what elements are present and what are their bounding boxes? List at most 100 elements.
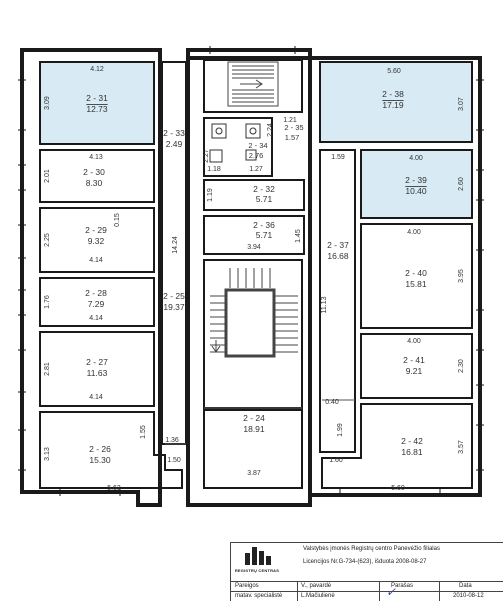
room-2-27-outline <box>39 331 155 407</box>
room-2-33-area: 2.49 <box>166 139 183 149</box>
room-2-34-area: 2.76 <box>249 151 264 160</box>
dim-1-76: 1.76 <box>44 295 51 309</box>
room-2-39-fill <box>360 149 473 219</box>
room-2-30-label: 2 - 30 <box>83 167 105 177</box>
dim-3-57: 3.57 <box>458 440 465 454</box>
dim-14-24: 14.24 <box>172 236 179 254</box>
room-2-36-area: 5.71 <box>256 230 273 240</box>
room-2-35-label: 2 - 35 <box>284 123 303 132</box>
dim-2-81: 2.81 <box>44 362 51 376</box>
room-2-29-label: 2 - 29 <box>85 225 107 235</box>
room-2-41-area: 9.21 <box>406 366 423 376</box>
room-2-40-outline <box>360 223 473 329</box>
room-2-34-outline <box>203 117 273 177</box>
header-date: Data <box>459 583 472 589</box>
floor-plan: 2 - 31 12.73 2 - 30 8.30 2 - 29 9.32 2 -… <box>18 46 484 507</box>
room-2-30-outline <box>39 149 155 203</box>
dim-0-40: 0.40 <box>325 399 339 406</box>
room-2-26-area: 15.30 <box>89 455 111 465</box>
dim-2-60: 2.60 <box>458 177 465 191</box>
room-2-38-fill <box>319 61 473 143</box>
dim-2-25: 2.25 <box>44 233 51 247</box>
handwritten-signature-icon: ✓ <box>386 585 397 599</box>
header-signature: Parašas <box>391 583 414 589</box>
room-2-31-fill <box>39 61 155 145</box>
room-2-40-label: 2 - 40 <box>405 268 427 278</box>
room-2-40-area: 15.81 <box>405 279 427 289</box>
title-block-value-row: matav. specialistė L.Mačiulienė ✓ 2010-0… <box>231 585 503 601</box>
room-2-42-label: 2 - 42 <box>401 436 423 446</box>
room-2-36-outline <box>203 215 305 255</box>
value-date: 2010-08-12 <box>453 593 484 599</box>
dim-3-95: 3.95 <box>458 269 465 283</box>
dim-1-50: 1.50 <box>167 457 181 464</box>
dim-2-01: 2.01 <box>44 169 51 183</box>
dim-3-07: 3.07 <box>458 97 465 111</box>
room-2-34-label: 2 - 34 <box>248 141 267 150</box>
dim-2-24: 2.24 <box>267 123 274 137</box>
dim-5-60-a: 5.60 <box>387 68 401 75</box>
registru-centras-logo: REGISTRŲ CENTRAS <box>233 545 281 573</box>
room-2-39-label: 2 - 39 <box>405 175 427 185</box>
dim-4-14-c: 4.14 <box>89 394 103 401</box>
room-2-35-area: 1.57 <box>285 133 300 142</box>
room-2-27-label: 2 - 27 <box>86 357 108 367</box>
dim-1-60: 1.60 <box>329 457 343 464</box>
dim-4-00-a: 4.00 <box>409 155 423 162</box>
logo-caption: REGISTRŲ CENTRAS <box>234 568 280 573</box>
dim-1-27: 1.27 <box>249 166 263 173</box>
room-2-28-area: 7.29 <box>88 299 105 309</box>
dim-1-99: 1.99 <box>337 423 344 437</box>
dim-3-13: 3.13 <box>44 447 51 461</box>
room-2-42-area: 16.81 <box>401 447 423 457</box>
room-2-24-outline <box>203 409 303 489</box>
room-2-29-area: 9.32 <box>88 236 105 246</box>
room-2-32-outline <box>203 179 305 211</box>
room-2-26-outline <box>39 411 183 489</box>
room-2-30-area: 8.30 <box>86 178 103 188</box>
dim-4-14-a: 4.14 <box>89 257 103 264</box>
room-2-28-label: 2 - 28 <box>85 288 107 298</box>
room-2-29-outline <box>39 207 155 273</box>
dim-5-60-b: 5.60 <box>391 485 405 492</box>
room-2-26-label: 2 - 26 <box>89 444 111 454</box>
room-2-41-label: 2 - 41 <box>403 355 425 365</box>
room-2-41-outline <box>360 333 473 399</box>
dim-1-55: 1.55 <box>140 425 147 439</box>
room-2-25-label: 2 - 25 <box>163 291 185 301</box>
dim-3-94: 3.94 <box>247 244 261 251</box>
dim-2-30: 2.30 <box>458 359 465 373</box>
room-2-36-label: 2 - 36 <box>253 220 275 230</box>
room-2-32-area: 5.71 <box>256 194 273 204</box>
room-2-39-area: 10.40 <box>405 186 427 196</box>
room-2-38-label: 2 - 38 <box>382 89 404 99</box>
room-2-28-outline <box>39 277 155 327</box>
room-2-31-label: 2 - 31 <box>86 93 108 103</box>
room-2-32-label: 2 - 32 <box>253 184 275 194</box>
dim-0-15: 0.15 <box>114 213 121 227</box>
title-block-header-row: Pareigos V., pavardė Parašas Data <box>231 581 503 591</box>
dim-5-63: 5.63 <box>107 485 121 492</box>
dim-1-36: 1.36 <box>165 437 179 444</box>
room-2-24-area: 18.91 <box>243 424 265 434</box>
room-2-25-area: 19.37 <box>163 302 185 312</box>
room-2-38-area: 17.19 <box>382 100 404 110</box>
dim-4-00-c: 4.00 <box>407 338 421 345</box>
stair-upper-outline <box>203 59 303 113</box>
value-position: matav. specialistė <box>235 593 283 599</box>
title-block: REGISTRŲ CENTRAS Valstybės įmonės Regist… <box>230 542 503 601</box>
dim-4-13: 4.13 <box>89 154 103 161</box>
dim-1-45: 1.45 <box>295 229 302 243</box>
value-name: L.Mačiulienė <box>301 593 335 599</box>
license-line: Licencijos Nr.G-734-(623), išduota 2008-… <box>303 559 427 565</box>
dim-1-19: 1.19 <box>207 188 214 202</box>
header-name: V., pavardė <box>301 583 332 589</box>
dim-1-21: 1.21 <box>283 117 297 124</box>
room-2-24-label: 2 - 24 <box>243 413 265 423</box>
dim-3-09: 3.09 <box>44 96 51 110</box>
room-2-37-outline <box>319 149 356 453</box>
dim-1-18: 1.18 <box>207 166 221 173</box>
room-2-33-label: 2 - 33 <box>163 128 185 138</box>
room-2-31-area: 12.73 <box>86 104 108 114</box>
dim-4-12: 4.12 <box>90 66 104 73</box>
